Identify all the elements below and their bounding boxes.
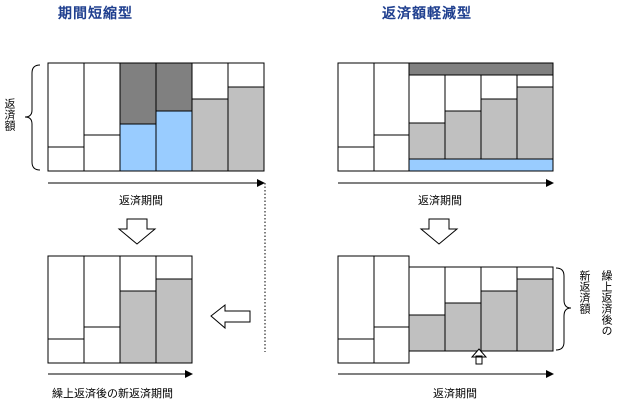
prepayment-label: 繰上返済後の — [600, 270, 613, 336]
left-bottom-chart — [47, 255, 193, 364]
right-bottom-chart — [337, 255, 554, 364]
left-title: 期間短縮型 — [58, 6, 133, 22]
up-arrow-icon — [470, 348, 488, 365]
left-y-axis-label: 返済額 — [3, 98, 16, 131]
left-top-x-axis-label: 返済期間 — [119, 194, 163, 207]
right-y-brace — [555, 267, 572, 351]
left-top-chart — [47, 62, 265, 172]
left-y-brace — [24, 64, 41, 171]
left-bottom-x-axis-label: 繰上返済後の新返済期間 — [52, 387, 173, 400]
left-pointing-arrow-icon — [210, 303, 251, 330]
right-top-chart — [337, 62, 554, 172]
right-title: 返済額軽減型 — [382, 6, 472, 22]
left-down-arrow-icon — [117, 218, 157, 245]
right-down-arrow-icon — [419, 218, 459, 245]
new-payment-label: 新返済額 — [578, 270, 591, 314]
right-top-x-axis-label: 返済期間 — [418, 194, 462, 207]
right-bottom-x-axis-label: 返済期間 — [433, 387, 477, 400]
